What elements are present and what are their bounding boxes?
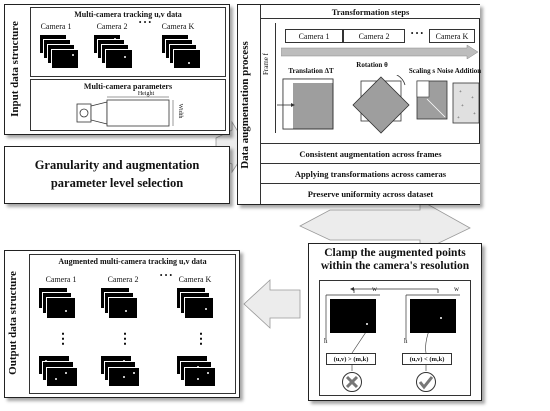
input-frame-stack-1 <box>39 34 84 74</box>
augmentation-inner: Transformation steps Frame f Camera 1 Ca… <box>260 5 482 204</box>
aug-camera-1-tab: Camera 1 <box>285 29 343 43</box>
granularity-line-2: parameter level selection <box>50 176 184 190</box>
augmentation-panel: Data augmentation process Transformation… <box>237 4 482 205</box>
output-top-stack-2 <box>100 287 150 327</box>
clamp-frame-right <box>410 299 456 333</box>
bar-preserve-uniformity: Preserve uniformity across dataset <box>261 183 480 204</box>
svg-text:+: + <box>459 90 462 95</box>
bar-across-cameras: Applying transformations across cameras <box>261 163 480 183</box>
translation-illustration <box>277 78 334 130</box>
camera-params-box: Multi-camera parameters Height Width <box>30 79 226 131</box>
clamp-loop-arrow <box>325 287 460 371</box>
step-rotation-label: Rotation θ <box>356 61 388 69</box>
output-bottom-stack-k <box>176 355 226 395</box>
output-side-label: Output data structure <box>7 271 19 375</box>
granularity-line-1: Granularity and augmentation <box>34 158 200 172</box>
transformation-illustrations: + + + + + <box>277 75 480 134</box>
output-bottom-stack-2 <box>100 355 150 395</box>
progress-arrow <box>281 45 479 59</box>
input-frame-stack-2 <box>93 34 138 74</box>
pass-check-icon <box>416 372 436 392</box>
input-camera-1-label: Camera 1 <box>40 22 72 31</box>
aug-camera-2-tab: Camera 2 <box>343 29 405 43</box>
clamp-frame-left <box>330 299 376 333</box>
svg-text:+: + <box>461 104 464 109</box>
clamp-w-label-right: w <box>454 285 460 293</box>
clamp-illustration-box: w w h h (u,v) > (m,k) (u,v) < (m,k) <box>319 280 471 396</box>
svg-text:+: + <box>473 112 476 117</box>
clamp-h-label-left: h <box>324 337 328 345</box>
camera-icon <box>76 96 174 127</box>
output-title: Augmented multi-camera tracking u,v data <box>58 257 207 266</box>
output-camera-k-label: Camera K <box>178 275 212 284</box>
step-scaling-label: Scaling s <box>408 67 436 75</box>
params-title: Multi-camera parameters <box>83 82 173 91</box>
frame-area: Frame f Camera 1 Camera 2 • • • Camera K… <box>261 19 482 137</box>
tracking-title: Multi-camera tracking u,v data <box>74 10 182 19</box>
svg-text:+: + <box>457 116 460 121</box>
tracking-data-box: Multi-camera tracking u,v data Camera 1 … <box>30 7 226 77</box>
output-data-panel: Output data structure Augmented multi-ca… <box>4 250 240 398</box>
steps-title: Transformation steps <box>261 5 480 19</box>
clamp-h-label-right: h <box>404 337 408 345</box>
output-top-stack-1 <box>38 287 88 327</box>
bar-consistent-frames: Consistent augmentation across frames <box>261 143 480 163</box>
output-tracking-box: Augmented multi-camera tracking u,v data… <box>29 254 236 394</box>
output-camera-1-label: Camera 1 <box>45 275 77 284</box>
svg-text:+: + <box>471 96 474 101</box>
frame-f-label: Frame f <box>262 53 270 75</box>
clamp-panel: Clamp the augmented points within the ca… <box>308 243 482 401</box>
output-bottom-stack-1 <box>38 355 88 395</box>
output-vdots-1: ⋮ <box>56 332 70 347</box>
step-translation-label: Translation ΔT <box>288 67 334 75</box>
fail-condition: (u,v) > (m,k) <box>326 353 376 365</box>
output-vdots-2: ⋮ <box>118 332 132 347</box>
output-camera-2-label: Camera 2 <box>107 275 139 284</box>
augmentation-side-label: Data augmentation process <box>239 41 251 169</box>
granularity-selection-box: Granularity and augmentation parameter l… <box>4 146 230 204</box>
output-ellipsis: • • • <box>159 271 173 280</box>
pass-condition: (u,v) < (m,k) <box>402 353 452 365</box>
input-ellipsis: • • • <box>138 18 152 27</box>
output-vdots-k: ⋮ <box>194 332 208 347</box>
scaling-illustration <box>416 80 448 120</box>
height-label: Height <box>137 91 155 97</box>
input-camera-2-label: Camera 2 <box>96 22 128 31</box>
clamp-w-label-left: w <box>372 285 378 293</box>
aug-ellipsis: • • • <box>410 29 424 38</box>
step-noise-label: Noise Addition <box>437 67 482 75</box>
clamp-title-1: Clamp the augmented points <box>324 247 466 259</box>
aug-camera-k-tab: Camera K <box>429 29 475 43</box>
input-data-panel: Input data structure Multi-camera tracki… <box>4 4 230 135</box>
arrow-clamp-to-output <box>243 279 301 329</box>
noise-illustration: + + + + + <box>452 82 480 124</box>
clamp-title-2: within the camera's resolution <box>320 260 470 272</box>
width-label: Width <box>177 103 183 119</box>
input-side-label: Input data structure <box>9 21 21 117</box>
input-frame-stack-k <box>161 34 206 74</box>
output-top-stack-k <box>176 287 226 327</box>
rotation-illustration <box>352 75 410 134</box>
fail-x-icon <box>342 372 362 392</box>
input-camera-k-label: Camera K <box>161 22 195 31</box>
